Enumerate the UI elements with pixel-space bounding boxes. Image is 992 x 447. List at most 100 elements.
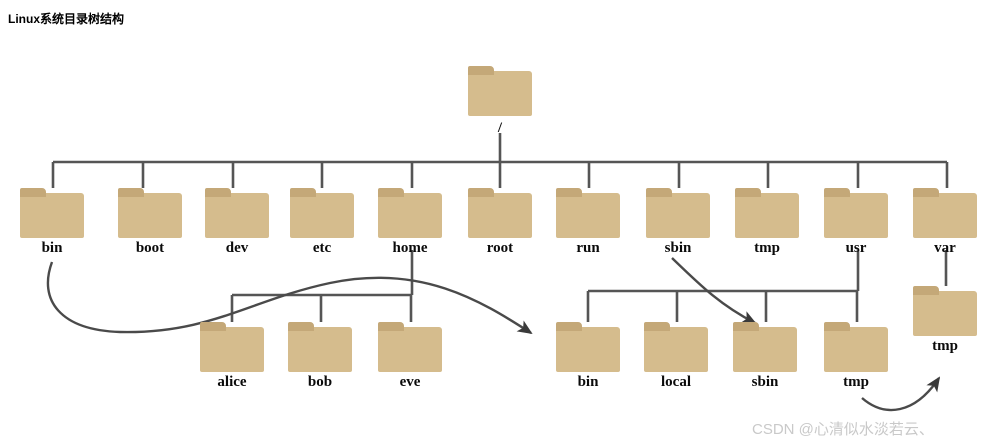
folder-node-dev[interactable]: dev xyxy=(205,188,269,256)
folder-body-icon xyxy=(913,291,977,336)
folder-icon xyxy=(733,322,797,372)
folder-lip-icon xyxy=(824,327,850,331)
folder-body-icon xyxy=(205,193,269,238)
folder-icon xyxy=(205,188,269,238)
folder-node-var-tmp[interactable]: tmp xyxy=(913,286,977,354)
folder-node-tmp[interactable]: tmp xyxy=(735,188,799,256)
folder-lip-icon xyxy=(913,193,939,197)
folder-node-home[interactable]: home xyxy=(378,188,442,256)
folder-label: local xyxy=(661,374,691,390)
folder-label: home xyxy=(392,240,428,256)
folder-lip-icon xyxy=(378,193,404,197)
folder-lip-icon xyxy=(20,193,46,197)
folder-node-usr[interactable]: usr xyxy=(824,188,888,256)
folder-label: usr xyxy=(845,240,867,256)
folder-body-icon xyxy=(468,193,532,238)
folder-label: sbin xyxy=(751,374,779,390)
folder-icon xyxy=(556,322,620,372)
folder-icon xyxy=(644,322,708,372)
folder-icon xyxy=(913,188,977,238)
folder-lip-icon xyxy=(468,193,494,197)
folder-lip-icon xyxy=(733,327,759,331)
folder-tab-icon xyxy=(20,188,46,197)
folder-node-var[interactable]: var xyxy=(913,188,977,256)
folder-node-bin[interactable]: bin xyxy=(20,188,84,256)
folder-body-icon xyxy=(556,193,620,238)
folder-tab-icon xyxy=(556,322,582,331)
folder-label: eve xyxy=(399,374,421,390)
folder-tab-icon xyxy=(290,188,316,197)
folder-node-etc[interactable]: etc xyxy=(290,188,354,256)
folder-lip-icon xyxy=(468,71,494,75)
folder-icon xyxy=(290,188,354,238)
folder-body-icon xyxy=(735,193,799,238)
folder-label: tmp xyxy=(932,338,958,354)
folder-body-icon xyxy=(118,193,182,238)
folder-lip-icon xyxy=(913,291,939,295)
folder-node-home-bob[interactable]: bob xyxy=(288,322,352,390)
folder-tab-icon xyxy=(468,66,494,75)
folder-label: boot xyxy=(135,240,165,256)
folder-label: var xyxy=(934,240,956,256)
folder-tab-icon xyxy=(378,322,404,331)
folder-node-home-alice[interactable]: alice xyxy=(200,322,264,390)
folder-node-home-eve[interactable]: eve xyxy=(378,322,442,390)
page-title: Linux系统目录树结构 xyxy=(8,12,124,26)
folder-tab-icon xyxy=(913,188,939,197)
folder-node-boot[interactable]: boot xyxy=(118,188,182,256)
folder-tab-icon xyxy=(735,188,761,197)
folder-lip-icon xyxy=(556,327,582,331)
folder-label: tmp xyxy=(843,374,869,390)
link-bin-to-usr-bin xyxy=(46,261,533,335)
folder-body-icon xyxy=(468,71,532,116)
folder-tab-icon xyxy=(118,188,144,197)
folder-icon xyxy=(378,322,442,372)
folder-label: run xyxy=(576,240,600,256)
folder-icon xyxy=(646,188,710,238)
folder-body-icon xyxy=(733,327,797,372)
folder-tab-icon xyxy=(556,188,582,197)
folder-body-icon xyxy=(378,193,442,238)
folder-node-root-dir[interactable]: root xyxy=(468,188,532,256)
folder-icon xyxy=(913,286,977,336)
folder-node-usr-tmp[interactable]: tmp xyxy=(824,322,888,390)
folder-tab-icon xyxy=(205,188,231,197)
folder-body-icon xyxy=(644,327,708,372)
folder-lip-icon xyxy=(378,327,404,331)
folder-icon xyxy=(288,322,352,372)
folder-icon xyxy=(468,66,532,116)
folder-lip-icon xyxy=(290,193,316,197)
folder-icon xyxy=(735,188,799,238)
folder-body-icon xyxy=(200,327,264,372)
folder-tab-icon xyxy=(288,322,314,331)
folder-node-usr-bin[interactable]: bin xyxy=(556,322,620,390)
folder-label: bin xyxy=(41,240,63,256)
folder-node-usr-sbin[interactable]: sbin xyxy=(733,322,797,390)
folder-label: bob xyxy=(307,374,333,390)
folder-node-root[interactable]: / xyxy=(468,66,532,136)
folder-lip-icon xyxy=(205,193,231,197)
folder-label: sbin xyxy=(664,240,692,256)
folder-label: tmp xyxy=(754,240,780,256)
folder-icon xyxy=(556,188,620,238)
csdn-watermark: CSDN @心清似水淡若云、 xyxy=(752,421,934,438)
folder-tab-icon xyxy=(824,188,850,197)
folder-label: bin xyxy=(577,374,599,390)
folder-body-icon xyxy=(20,193,84,238)
folder-node-run[interactable]: run xyxy=(556,188,620,256)
folder-label: root xyxy=(486,240,514,256)
folder-lip-icon xyxy=(288,327,314,331)
folder-lip-icon xyxy=(646,193,672,197)
folder-lip-icon xyxy=(824,193,850,197)
folder-body-icon xyxy=(378,327,442,372)
folder-icon xyxy=(20,188,84,238)
folder-lip-icon xyxy=(118,193,144,197)
folder-tab-icon xyxy=(913,286,939,295)
folder-node-sbin[interactable]: sbin xyxy=(646,188,710,256)
folder-lip-icon xyxy=(644,327,670,331)
folder-tab-icon xyxy=(733,322,759,331)
folder-node-usr-local[interactable]: local xyxy=(644,322,708,390)
folder-body-icon xyxy=(646,193,710,238)
